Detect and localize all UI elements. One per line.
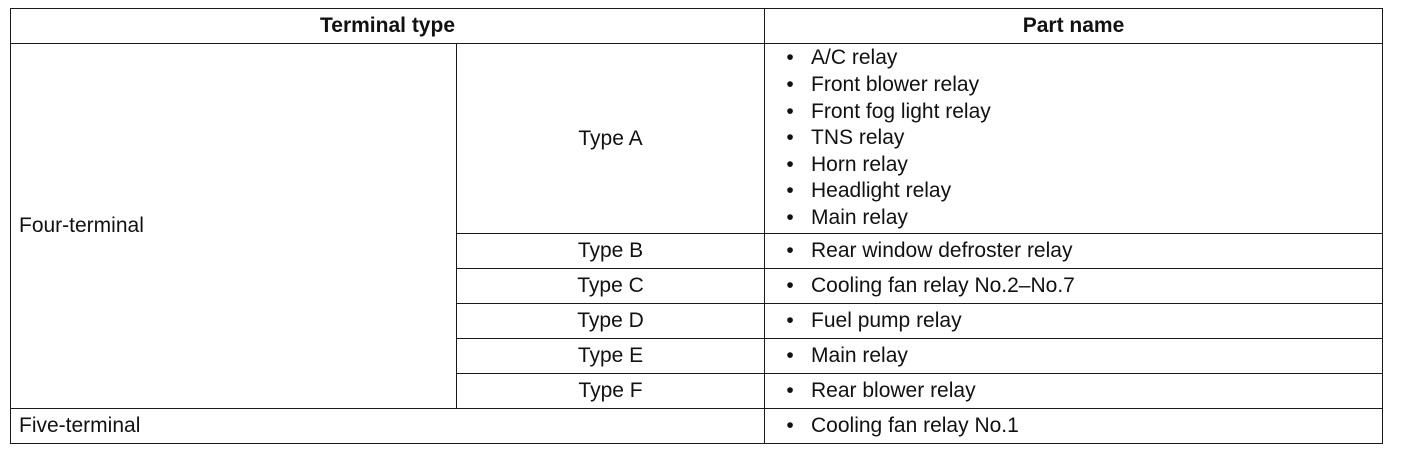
bullet-icon: • [786, 273, 794, 297]
part-name: Rear blower relay [811, 378, 976, 402]
list-item: • Horn relay [785, 152, 1382, 179]
group-five-terminal: Five-terminal [9, 408, 766, 444]
list-item: • Cooling fan relay No.1 [785, 413, 1382, 440]
part-list: • A/C relay • Front blower relay • Front fo… [766, 45, 1382, 232]
part-name: Cooling fan relay No.2–No.7 [811, 273, 1075, 297]
table-row: Type C • Cooling fan relay No.2–No.7 [11, 268, 1384, 304]
list-item: • TNS relay [785, 125, 1382, 152]
bullet-icon: • [786, 179, 794, 203]
list-item: • Headlight relay [785, 178, 1382, 205]
part-name: Main relay [811, 205, 908, 229]
bullet-icon: • [786, 413, 794, 437]
header-part-name: Part name [764, 8, 1384, 44]
part-name: A/C relay [811, 46, 898, 70]
part-cell: • A/C relay • Front blower relay • Front fo… [764, 43, 1384, 234]
type-label: Type B [455, 233, 766, 269]
bullet-icon: • [786, 205, 794, 229]
table-row: Four-terminal Type A • A/C relay • Front b… [10, 43, 1384, 409]
type-label: Type E [455, 338, 766, 374]
relay-table: Terminal type Part name Four-terminal Ty… [9, 8, 1384, 444]
part-list: • Cooling fan relay No.2–No.7 [766, 273, 1382, 300]
part-cell: • Main relay [764, 338, 1384, 374]
part-list: • Rear blower relay [766, 378, 1382, 405]
part-name: Rear window defroster relay [811, 238, 1073, 262]
part-name: Front blower relay [811, 73, 980, 97]
bullet-icon: • [786, 378, 794, 402]
bullet-icon: • [786, 238, 794, 262]
list-item: • Rear window defroster relay [785, 238, 1382, 265]
part-list: • Fuel pump relay [766, 308, 1382, 335]
list-item: • A/C relay [785, 45, 1382, 72]
part-list: • Cooling fan relay No.1 [766, 413, 1382, 440]
bullet-icon: • [786, 308, 794, 332]
part-name: TNS relay [811, 126, 905, 150]
part-name: Cooling fan relay No.1 [811, 413, 1019, 437]
group-four-terminal: Four-terminal [10, 43, 457, 409]
part-list: • Main relay [766, 343, 1382, 370]
type-label: Type C [455, 268, 766, 304]
part-cell: • Rear window defroster relay [764, 233, 1384, 269]
list-item: • Main relay [785, 343, 1382, 370]
table-row: Five-terminal • Cooling fan relay No.1 [9, 408, 1384, 444]
part-name: Horn relay [811, 152, 908, 176]
part-list: • Rear window defroster relay [766, 238, 1382, 265]
bullet-icon: • [786, 99, 794, 123]
list-item: • Cooling fan relay No.2–No.7 [785, 273, 1382, 300]
part-name: Front fog light relay [811, 99, 991, 123]
bullet-icon: • [786, 152, 794, 176]
list-item: • Fuel pump relay [785, 308, 1382, 335]
table-header-row: Terminal type Part name [9, 8, 1384, 44]
part-cell: • Rear blower relay [764, 373, 1384, 409]
list-item: • Front fog light relay [785, 99, 1382, 126]
part-cell: • Fuel pump relay [764, 303, 1384, 339]
bullet-icon: • [786, 343, 794, 367]
list-item: • Rear blower relay [785, 378, 1382, 405]
list-item: • Front blower relay [785, 72, 1382, 99]
header-terminal-type: Terminal type [9, 8, 766, 44]
table-row: Type B • Rear window defroster relay [11, 233, 1384, 269]
bullet-icon: • [786, 46, 794, 70]
list-item: • Main relay [785, 205, 1382, 232]
part-name: Main relay [811, 343, 908, 367]
part-cell: • Cooling fan relay No.1 [764, 408, 1384, 444]
type-label: Type A [455, 43, 766, 234]
bullet-icon: • [786, 126, 794, 150]
part-name: Headlight relay [811, 179, 952, 203]
type-label: Type D [455, 303, 766, 339]
type-label: Type F [455, 373, 766, 409]
part-name: Fuel pump relay [811, 308, 962, 332]
bullet-icon: • [786, 73, 794, 97]
table-row: Type D • Fuel pump relay [11, 303, 1384, 339]
part-cell: • Cooling fan relay No.2–No.7 [764, 268, 1384, 304]
